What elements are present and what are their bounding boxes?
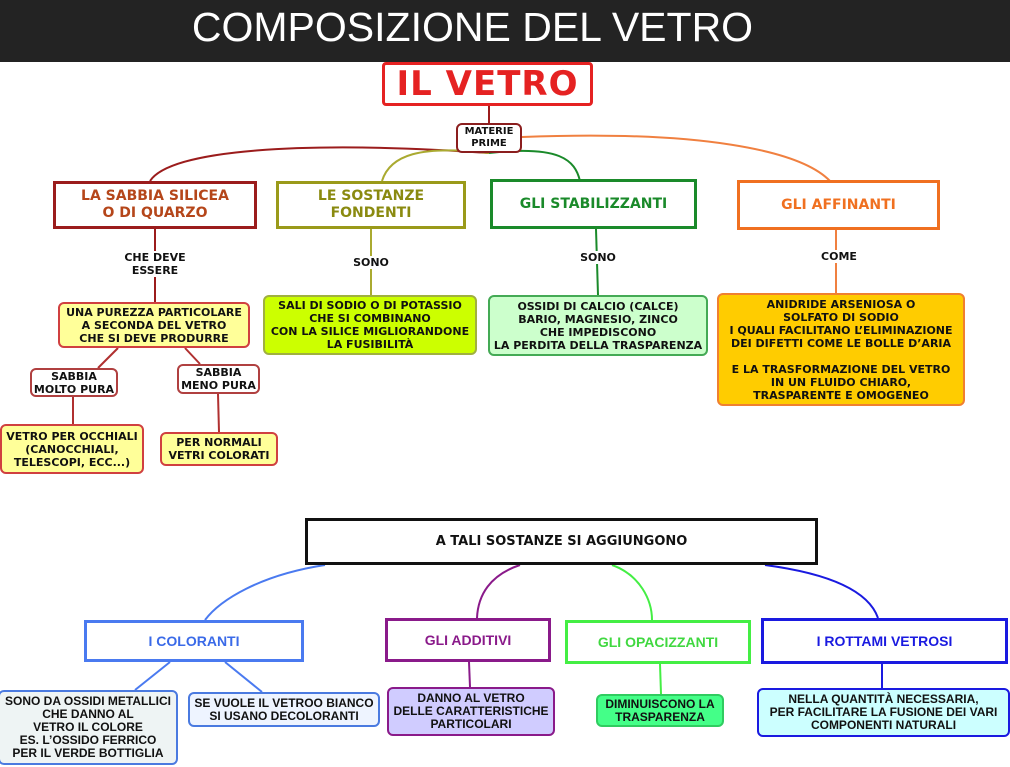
header-bar: COMPOSIZIONE DEL VETRO [0,0,1010,62]
detail-ossidi: OSSIDI DI CALCIO (CALCE) BARIO, MAGNESIO… [488,295,708,356]
connector [521,134,831,182]
add-coloranti: I COLORANTI [84,620,304,662]
link-label: SONO [346,256,396,269]
connector [611,564,653,621]
root-node: IL VETRO [382,62,593,106]
detail-decoloranti: SE VUOLE IL VETROO BIANCO SI USANO DECOL… [188,692,380,727]
detail-sali: SALI DI SODIO O DI POTASSIO CHE SI COMBI… [263,295,477,355]
connector [381,149,490,182]
sabbia-molto-pura: SABBIA MOLTO PURA [30,368,118,397]
connector [764,564,879,619]
link-label: SONO [573,251,623,264]
hub-node-materie-prime: MATERIE PRIME [456,123,522,153]
branch-stabilizzanti: GLI STABILIZZANTI [490,179,697,229]
vetri-colorati: PER NORMALI VETRI COLORATI [160,432,278,466]
connector [488,149,581,182]
vetro-occhiali: VETRO PER OCCHIALI (CANOCCHIALI, TELESCO… [0,424,144,474]
branch-sabbia: LA SABBIA SILICEA O DI QUARZO [53,181,257,229]
detail-additivi: DANNO AL VETRO DELLE CARATTERISTICHE PAR… [387,687,555,736]
add-additivi: GLI ADDITIVI [385,618,551,662]
link-label: COME [814,250,864,263]
detail-ossidi-metallici: SONO DA OSSIDI METALLICI CHE DANNO AL VE… [0,690,178,765]
branch-fondenti: LE SOSTANZE FONDENTI [276,181,466,229]
detail-purezza: UNA PUREZZA PARTICOLARE A SECONDA DEL VE… [58,302,250,348]
additions-node: A TALI SOSTANZE SI AGGIUNGONO [305,518,818,565]
root-title: IL VETRO [396,64,579,104]
connector [476,564,521,619]
connector [468,661,471,688]
connector [224,661,263,693]
connector [184,347,201,365]
add-rottami: I ROTTAMI VETROSI [761,618,1008,664]
detail-opacizzanti: DIMINUISCONO LA TRASPARENZA [596,694,724,727]
connector [217,393,220,433]
branch-affinanti: GLI AFFINANTI [737,180,940,230]
connector [134,661,171,691]
detail-anidride: ANIDRIDE ARSENIOSA O SOLFATO DI SODIO I … [717,293,965,406]
page-title: COMPOSIZIONE DEL VETRO [191,4,754,50]
sabbia-meno-pura: SABBIA MENO PURA [177,364,260,394]
connector [659,663,662,695]
connector [204,564,326,621]
link-label: CHE DEVE ESSERE [115,251,195,277]
connector [149,146,490,182]
connector [97,347,119,369]
detail-rottami: NELLA QUANTITÀ NECESSARIA, PER FACILITAR… [757,688,1010,737]
add-opacizzanti: GLI OPACIZZANTI [565,620,751,664]
